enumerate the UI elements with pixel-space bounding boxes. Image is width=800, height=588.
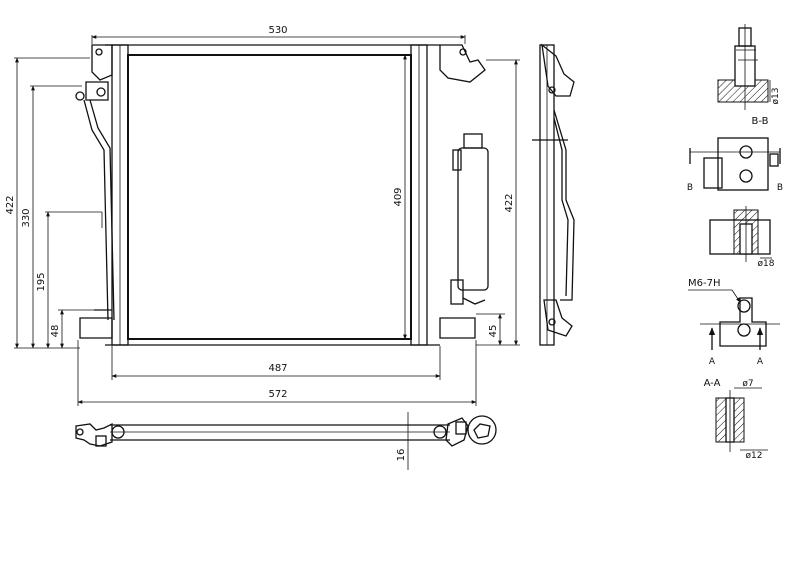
section-aa-label: A-A [704, 378, 721, 389]
receiver-drier [457, 147, 489, 291]
front-view [75, 44, 489, 346]
dim-right-overall: 422 [476, 59, 520, 346]
condenser-core [127, 54, 412, 340]
inlet-pipe [83, 99, 109, 321]
dim-overall-width-label: 572 [268, 389, 287, 400]
detail-stud: ø13 [717, 24, 781, 110]
dim-left-low: 48 [50, 309, 94, 349]
dim-left-overall-label: 422 [5, 195, 16, 214]
dim-right-low-label: 45 [488, 325, 499, 338]
dim-right-low: 45 [476, 313, 505, 346]
dim-core-width-label: 487 [268, 363, 287, 374]
dim-left-inner: 330 [21, 85, 82, 349]
section-bb-label: B-B [752, 116, 769, 127]
dim-left-mid: 195 [36, 211, 103, 349]
drier-plan [467, 415, 497, 445]
dim-right-overall-label: 422 [504, 193, 515, 212]
marker-a-right: A [757, 357, 764, 367]
dim-left-inner-label: 330 [21, 208, 32, 227]
svg-text:ø7: ø7 [742, 379, 753, 389]
dim-core-width: 487 [111, 346, 441, 380]
dim-depth: 16 [396, 412, 412, 470]
svg-text:ø12: ø12 [746, 451, 763, 461]
marker-b-right: B [777, 183, 783, 193]
dim-top-width-label: 530 [268, 25, 287, 36]
dim-left-low-label: 48 [50, 325, 61, 338]
dim-core-height: 409 [393, 54, 407, 340]
left-bottom-bracket [79, 317, 113, 339]
dim-top-width: 530 [91, 25, 466, 44]
dim-left-overall: 422 [5, 57, 90, 349]
right-bottom-bracket [439, 317, 476, 339]
detail-aa-section: ø7 ø12 [715, 379, 768, 461]
drier-cap [463, 133, 483, 149]
detail-aa-view: A A [700, 297, 780, 367]
dim-core-height-label: 409 [393, 187, 404, 206]
svg-text:ø18: ø18 [758, 259, 775, 269]
thread-label: M6-7H [688, 278, 720, 289]
detail-thread: M6-7H [688, 278, 741, 303]
detail-nut: ø18 [709, 206, 775, 269]
right-top-bracket [439, 44, 486, 83]
dim-depth-label: 16 [396, 449, 407, 462]
plan-view [75, 415, 497, 447]
svg-text:ø13: ø13 [771, 88, 781, 105]
left-top-bracket [91, 44, 113, 81]
side-view [532, 43, 575, 346]
marker-b-left: B [687, 183, 693, 193]
marker-a-left: A [709, 357, 716, 367]
dim-left-mid-label: 195 [36, 272, 47, 291]
dim-overall-width: 572 [77, 340, 477, 406]
detail-bb: B B [687, 137, 783, 193]
bracket-hole [95, 48, 103, 56]
